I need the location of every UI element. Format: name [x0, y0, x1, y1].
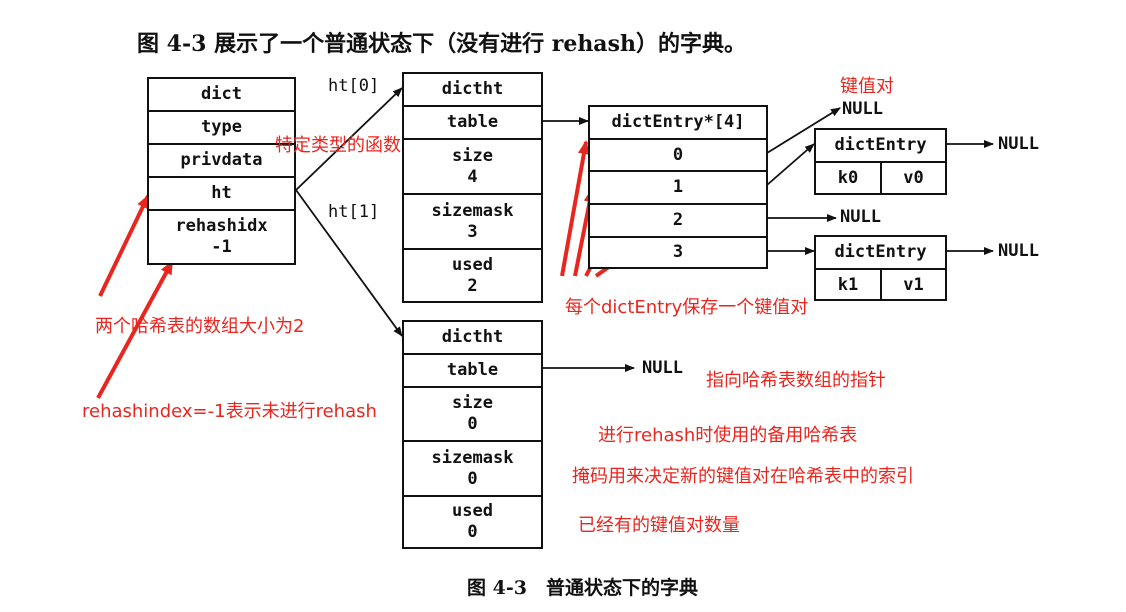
ht1-used-field: used 0 — [404, 497, 541, 547]
entry-array: dictEntry*[4] 0 1 2 3 — [588, 105, 768, 269]
annotation-used: 已经有的键值对数量 — [578, 515, 740, 536]
null-entry0-next: NULL — [998, 134, 1039, 154]
ht1-sizemask-label: sizemask — [431, 447, 514, 468]
slot-0: 0 — [590, 140, 766, 172]
entry-k0-kv-row: k0 v0 — [816, 163, 945, 193]
null-ht1-table: NULL — [642, 358, 683, 378]
null-slot2: NULL — [840, 207, 881, 227]
slot1-arrow — [766, 143, 815, 186]
slot0-arrow — [766, 107, 841, 154]
ht0-dictht: dictht table size 4 sizemask 3 used 2 — [402, 72, 543, 303]
ht0-label: ht[0] — [328, 76, 380, 96]
ht0-used-value: 2 — [467, 275, 478, 296]
figure-title: 图 4-3 展示了一个普通状态下（没有进行 rehash）的字典。 — [137, 31, 746, 57]
ht1-sizemask-value: 0 — [467, 468, 478, 489]
annotation-backup-table: 进行rehash时使用的备用哈希表 — [598, 425, 858, 446]
annotation-type-functions: 特定类型的函数 — [275, 135, 401, 156]
entry-k1-header: dictEntry — [816, 237, 945, 270]
figure-caption: 图 4-3 普通状态下的字典 — [467, 577, 698, 599]
entry-k1-key: k1 — [816, 270, 882, 299]
ht0-sizemask-field: sizemask 3 — [404, 195, 541, 250]
ht0-table-field: table — [404, 107, 541, 140]
ht1-table-field: table — [404, 355, 541, 388]
rehashidx-label: rehashidx — [175, 216, 268, 236]
ht0-used-label: used — [452, 254, 493, 275]
slot-1: 1 — [590, 172, 766, 205]
ht0-used-field: used 2 — [404, 250, 541, 301]
entry-k1-value: v1 — [903, 274, 924, 295]
ht-to-ht0-arrow — [295, 87, 403, 191]
entry-k0-value: v0 — [903, 168, 924, 188]
annotation-sizemask: 掩码用来决定新的键值对在哈希表中的索引 — [572, 466, 914, 487]
ht0-size-label: size — [452, 145, 493, 166]
red-arrow-two-tables — [98, 194, 150, 297]
entry-k1: dictEntry k1 v1 — [814, 235, 947, 301]
annotation-each-entry: 每个dictEntry保存一个键值对 — [565, 297, 809, 318]
rehashidx-value: -1 — [211, 237, 232, 257]
ht1-size-label: size — [452, 393, 493, 413]
dict-rehashidx-field: rehashidx -1 — [149, 211, 294, 263]
entry-array-header: dictEntry*[4] — [590, 107, 766, 140]
annotation-rehashidx: rehashindex=-1表示未进行rehash — [82, 401, 377, 422]
ht1-size-value: 0 — [467, 414, 478, 434]
dict-header: dict — [149, 79, 294, 112]
slot-3: 3 — [672, 242, 684, 262]
dict-type-field: type — [149, 112, 294, 145]
ht1-dictht: dictht table size 0 sizemask 0 used 0 — [402, 320, 543, 549]
null-entry1-next: NULL — [998, 241, 1039, 261]
annotation-key-value-pair: 键值对 — [840, 76, 894, 97]
ht0-size-value: 4 — [467, 166, 478, 187]
dict-privdata-field: privdata — [149, 145, 294, 178]
annotation-two-tables: 两个哈希表的数组大小为2 — [95, 316, 305, 337]
ht1-label: ht[1] — [328, 202, 380, 222]
ht1-size-field: size 0 — [404, 388, 541, 442]
ht1-header: dictht — [404, 322, 541, 355]
entry-k0-header: dictEntry — [816, 130, 945, 163]
red-arrow-rehashidx — [96, 260, 174, 399]
ht1-used-value: 0 — [467, 522, 478, 542]
ht0-sizemask-value: 3 — [467, 221, 478, 242]
entry-k0: dictEntry k0 v0 — [814, 128, 947, 195]
slot-2: 2 — [590, 205, 766, 238]
null-slot0: NULL — [842, 99, 883, 119]
ht1-sizemask-field: sizemask 0 — [404, 442, 541, 497]
dict-struct: dict type privdata ht rehashidx -1 — [147, 77, 296, 265]
dict-ht-field: ht — [149, 178, 294, 211]
ht-to-ht1-arrow — [295, 189, 403, 337]
ht0-header: dictht — [404, 74, 541, 107]
ht1-used-label: used — [452, 501, 493, 521]
ht0-size-field: size 4 — [404, 140, 541, 195]
annotation-table-pointer: 指向哈希表数组的指针 — [706, 370, 886, 391]
ht0-sizemask-label: sizemask — [431, 200, 514, 221]
red-arrow-slot0 — [560, 140, 590, 277]
entry-k1-kv-row: k1 v1 — [816, 270, 945, 299]
entry-k0-key: k0 — [816, 163, 882, 193]
